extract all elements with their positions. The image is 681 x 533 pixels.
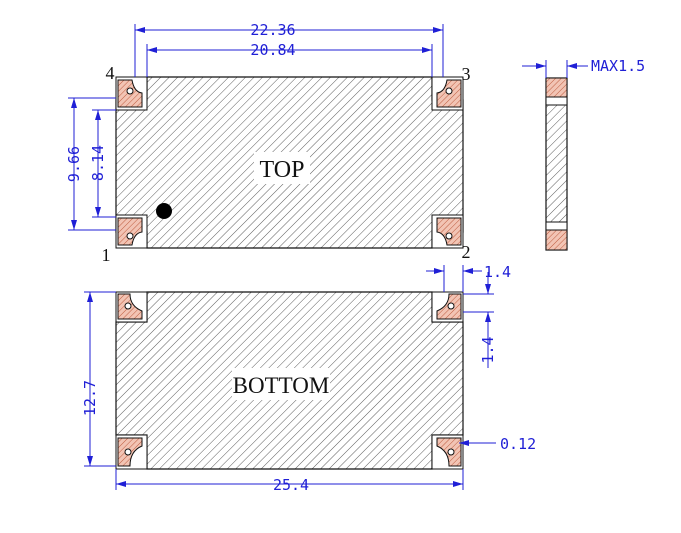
dim-total-height-text: 12.7 bbox=[81, 380, 99, 416]
dim-outer-height: 9.66 bbox=[65, 97, 116, 231]
dim-outer-length-text: 22.36 bbox=[250, 21, 295, 39]
dim-total-height: 12.7 bbox=[81, 291, 116, 467]
pin-4-label: 4 bbox=[106, 63, 115, 83]
top-view: TOP 4 3 1 2 22.36 20.84 bbox=[65, 21, 471, 265]
dim-pad-height: 1.4 bbox=[463, 272, 497, 368]
dim-max-thickness-text: MAX1.5 bbox=[591, 57, 645, 75]
dim-inner-height: 8.14 bbox=[89, 109, 116, 218]
dim-inner-height-text: 8.14 bbox=[89, 145, 107, 181]
dim-pad-height-text: 1.4 bbox=[479, 336, 497, 363]
dim-pad-width-text: 1.4 bbox=[484, 263, 511, 281]
bottom-pad-bl bbox=[115, 434, 148, 470]
pin1-marker-dot bbox=[156, 203, 172, 219]
dim-pad-width: 1.4 bbox=[426, 263, 511, 292]
bottom-view: BOTTOM 12.7 25.4 1.4 bbox=[81, 263, 536, 494]
dim-inner-length: 20.84 bbox=[146, 41, 433, 77]
bottom-pad-tr bbox=[431, 291, 464, 323]
dim-outer-height-text: 9.66 bbox=[65, 146, 83, 182]
top-pad-2 bbox=[431, 214, 464, 249]
side-view: MAX1.5 bbox=[522, 57, 645, 251]
dim-inner-length-text: 20.84 bbox=[250, 41, 295, 59]
top-pad-1 bbox=[115, 214, 148, 249]
top-face-label: TOP bbox=[260, 157, 305, 183]
bottom-face-label: BOTTOM bbox=[233, 373, 330, 398]
top-pad-3 bbox=[431, 76, 464, 111]
bottom-pad-tl bbox=[115, 291, 148, 323]
pin-2-label: 2 bbox=[462, 242, 471, 262]
dim-outer-length: 22.36 bbox=[134, 21, 444, 77]
top-pad-4 bbox=[115, 76, 148, 111]
dim-corner-gap: 0.12 bbox=[459, 435, 536, 453]
dim-total-length: 25.4 bbox=[115, 469, 464, 494]
dim-corner-gap-text: 0.12 bbox=[500, 435, 536, 453]
bottom-pad-br bbox=[431, 434, 464, 470]
dim-total-length-text: 25.4 bbox=[273, 476, 309, 494]
pin-3-label: 3 bbox=[462, 64, 471, 84]
pin-1-label: 1 bbox=[102, 245, 111, 265]
